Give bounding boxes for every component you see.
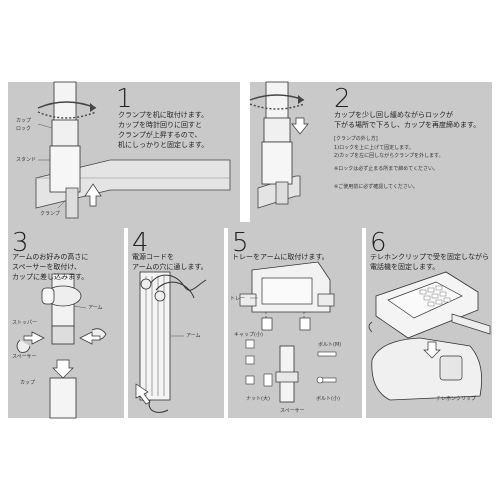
- step-5-line-1: トレーをアームに取付けます。: [232, 253, 329, 261]
- step-6-line-2: 電話機を固定します。: [370, 263, 440, 271]
- step-2-warning-1: ※ロックは必ず止まる所まで締めてください。: [334, 166, 439, 172]
- step-1-line-1: クランプを机に取付けます。: [118, 111, 209, 119]
- step-5-label-nut: ナット(大): [246, 396, 270, 402]
- step-1-number: 1: [116, 84, 133, 114]
- step-3-line-3: カップに差し込みます。: [12, 273, 89, 281]
- step-1-label-cup: カップ: [16, 118, 32, 124]
- step-2-number: 2: [334, 84, 351, 114]
- step-4-number: 4: [132, 228, 149, 258]
- step-2-note-2: 2)カップを左に回しながらクランプを外します。: [334, 153, 444, 159]
- step-5-label-bolt: ボルト(M): [318, 342, 342, 348]
- step-3-line-2: スペーサーを取付け、: [12, 263, 82, 271]
- step-4-line-1: 電源コードを: [132, 253, 174, 261]
- step-5-label-tray: トレー: [230, 296, 246, 302]
- step-6-line-1: テレホンクリップで受を固定しながら: [370, 253, 489, 261]
- step-6-label-clip: テレホンクリップ: [436, 396, 477, 402]
- step-3-label-cup: カップ: [20, 380, 36, 386]
- step-1-label-clamp: クランプ: [40, 211, 60, 217]
- step-1-line-2: カップを時計回りに回すと: [118, 121, 202, 129]
- step-5-label-spacer: スペーサー: [280, 408, 305, 414]
- step-3-label-stopper: ストッパー: [12, 320, 38, 326]
- step-5-panel: [228, 222, 362, 418]
- step-2-note-1: 1)ロックを上に上げて固定します。: [334, 145, 414, 151]
- step-3-line-1: アームのお好みの高さに: [12, 253, 89, 261]
- step-4-label-arm: アーム: [186, 333, 201, 339]
- step-1-label-lock: ロック: [16, 126, 32, 132]
- step-5-label-cap: キャップ(小): [234, 332, 263, 338]
- step-4-line-2: アームの穴に通します。: [132, 263, 208, 271]
- step-1-label-stand: スタンド: [16, 157, 37, 163]
- step-1-line-3: クランプが上昇するので、: [118, 131, 202, 139]
- step-6-number: 6: [370, 228, 387, 258]
- step-5-label-bolt-small: ボルト(小): [316, 396, 340, 402]
- step-2-line-2: 下がる場所で下ろし、カップを再度締めます。: [334, 121, 481, 129]
- step-3-number: 3: [12, 228, 29, 258]
- step-2-line-1: カップを少し回し緩めながらロックが: [334, 111, 453, 119]
- step-3-label-spacer: スペーサー: [12, 354, 37, 360]
- step-5-number: 5: [232, 228, 249, 258]
- step-2-warning-2: ※ご使用前に必ず確認してください。: [334, 184, 418, 190]
- step-2-note-title: [クランプの外し方]: [334, 136, 378, 142]
- step-3-label-arm: アーム: [88, 305, 103, 311]
- step-1-line-4: 机にしっかりと固定します。: [118, 141, 209, 149]
